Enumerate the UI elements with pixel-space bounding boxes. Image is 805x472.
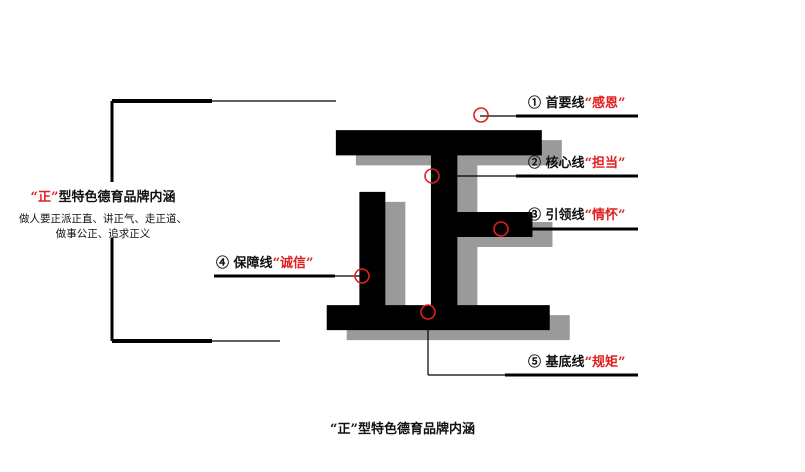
line-5-number: ⑤: [528, 355, 542, 370]
line-label-5: ⑤ 基底线“规矩”: [528, 355, 626, 371]
line-1-number: ①: [528, 96, 542, 111]
marker-circles: [354, 107, 509, 320]
marker-5: [420, 304, 436, 320]
line-label-3: ③ 引领线“情怀”: [528, 208, 626, 224]
marker-2: [424, 168, 440, 184]
line-5-name: 基底线: [545, 355, 585, 370]
line-3-number: ③: [528, 208, 542, 223]
glyph-main: 正: [318, 93, 558, 375]
line-2-number: ②: [528, 156, 542, 171]
subtitle-line-1: 做人要正派正直、讲正气、走正道、: [19, 213, 187, 225]
glyph-shadow: 正: [338, 103, 578, 385]
left-panel-subtitle: 做人要正派正直、讲正气、走正道、 做事公正、追求正义: [8, 212, 198, 242]
marker-4: [354, 268, 370, 284]
connector-lines: [214, 114, 638, 377]
left-panel: “正”型特色德育品牌内涵 做人要正派正直、讲正气、走正道、 做事公正、追求正义: [8, 190, 198, 242]
marker-3: [493, 221, 509, 237]
marker-1: [473, 107, 489, 123]
line-label-2: ② 核心线“担当”: [528, 156, 626, 172]
title-rest: 型特色德育品牌内涵: [58, 190, 176, 205]
line-3-quote: “情怀”: [584, 208, 626, 223]
subtitle-line-2: 做事公正、追求正义: [55, 228, 151, 240]
line-4-name: 保障线: [233, 256, 273, 271]
line-4-number: ④: [216, 256, 230, 271]
figure-caption: “正”型特色德育品牌内涵: [330, 422, 475, 437]
title-quote: “正”: [30, 190, 59, 205]
line-1-quote: “感恩”: [584, 96, 626, 111]
left-bracket: [110, 99, 336, 343]
line-label-1: ① 首要线“感恩”: [528, 96, 626, 112]
line-3-name: 引领线: [545, 208, 585, 223]
line-5-quote: “规矩”: [584, 355, 626, 370]
line-1-name: 首要线: [545, 96, 585, 111]
line-2-quote: “担当”: [584, 156, 626, 171]
line-label-4: ④ 保障线“诚信”: [216, 256, 314, 272]
line-4-quote: “诚信”: [272, 256, 314, 271]
left-panel-title: “正”型特色德育品牌内涵: [8, 190, 198, 206]
line-2-name: 核心线: [545, 156, 585, 171]
